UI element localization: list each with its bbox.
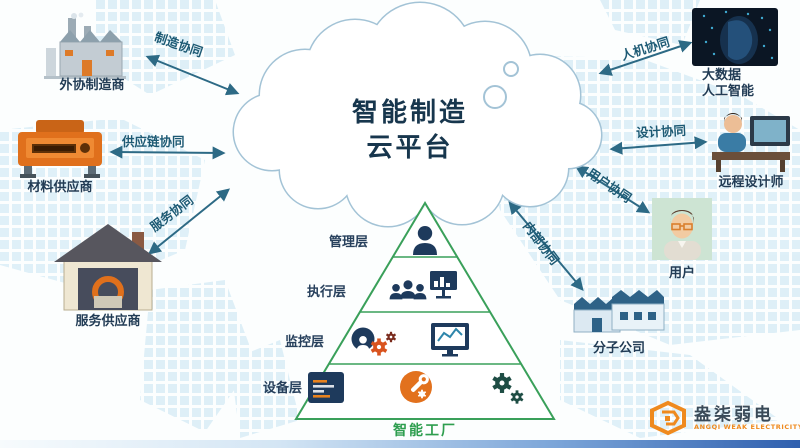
user-avatar-icon xyxy=(652,198,712,260)
label-material-supplier: 材料供应商 xyxy=(27,180,93,195)
wrench-badge-icon xyxy=(400,371,432,403)
cloud-title-line1: 智能制造 xyxy=(351,98,468,128)
label-subsidiary: 分子公司 xyxy=(592,341,645,356)
label-execution-layer: 执行层 xyxy=(306,285,346,300)
service-house-icon xyxy=(54,224,162,311)
arrow-service-collab xyxy=(147,188,231,255)
label-device-layer: 设备层 xyxy=(262,381,302,396)
smart-factory-caption: 智能工厂 xyxy=(393,423,457,439)
arrow-supply-chain-collab xyxy=(109,145,226,160)
company-logo: 盎柒弱电 ANGQI WEAK ELECTRICITY xyxy=(646,398,800,438)
monitoring-icons xyxy=(351,323,469,357)
pyramid-shape xyxy=(294,201,556,420)
presentation-board-icon xyxy=(430,271,457,299)
remote-designer-icon xyxy=(712,113,790,172)
logo-name: 盎柒弱电 xyxy=(694,405,774,425)
label-end-user: 用户 xyxy=(668,266,695,281)
bottom-gradient-strip xyxy=(0,440,800,448)
hexagon-logo-icon xyxy=(650,400,686,436)
label-outsourced-manufacturer: 外协制造商 xyxy=(59,78,125,93)
subsidiary-plants-icon xyxy=(573,290,665,333)
device-layer-icons xyxy=(308,371,524,404)
factory-icon xyxy=(44,12,126,79)
ai-face-icon xyxy=(692,8,778,66)
execution-team-icon xyxy=(389,271,457,300)
arrow-internal-collab xyxy=(508,201,584,291)
label-big-data-line2: 人工智能 xyxy=(702,84,755,99)
label-supply-chain-collab: 供应链协同 xyxy=(122,134,185,149)
cloud-platform-title: 智能制造 云平台 xyxy=(310,96,510,166)
label-big-data-line1: 大数据 xyxy=(702,68,742,83)
label-service-provider: 服务供应商 xyxy=(75,314,141,329)
cloud-shape xyxy=(232,1,603,228)
code-terminal-icon xyxy=(308,372,344,403)
cloud-title-line2: 云平台 xyxy=(366,133,454,163)
cloud-bubble-icons xyxy=(483,61,519,109)
arrow-human-machine-collab xyxy=(598,40,693,76)
chart-monitor-icon xyxy=(431,323,469,357)
arrow-user-collab xyxy=(574,165,651,214)
label-design-collab: 设计协同 xyxy=(635,122,687,141)
pyramid-layer-icons xyxy=(308,226,524,404)
connector-arrows xyxy=(109,40,708,291)
label-monitoring-layer: 监控层 xyxy=(284,335,324,350)
arrow-design-collab xyxy=(609,136,708,155)
logo-subtitle: ANGQI WEAK ELECTRICITY xyxy=(694,423,800,431)
label-management-layer: 管理层 xyxy=(328,235,368,250)
material-machine-icon xyxy=(18,120,102,178)
label-remote-designer: 远程设计师 xyxy=(718,175,784,190)
arrow-manufacturing-collab xyxy=(145,54,240,96)
label-big-data: 大数据 人工智能 xyxy=(702,68,754,100)
